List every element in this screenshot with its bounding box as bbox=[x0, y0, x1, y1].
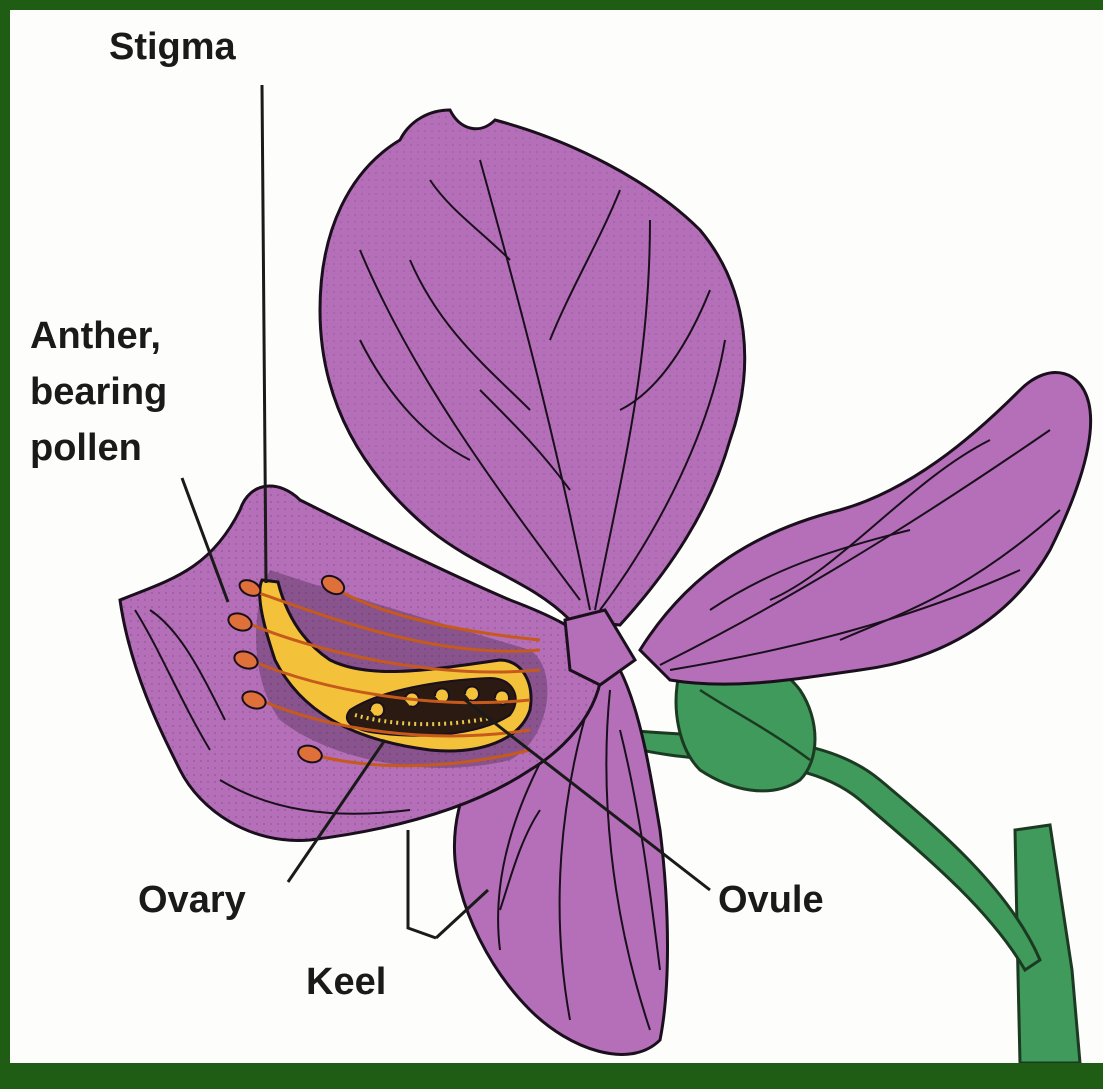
flower-stalk bbox=[620, 730, 1040, 970]
label-ovary: Ovary bbox=[138, 878, 246, 922]
label-anther-line3: pollen bbox=[30, 420, 167, 476]
label-anther: Anther, bearing pollen bbox=[30, 308, 167, 476]
label-ovule: Ovule bbox=[718, 878, 824, 922]
keel-leader-a bbox=[408, 830, 436, 938]
label-anther-line2: bearing bbox=[30, 364, 167, 420]
label-anther-line1: Anther, bbox=[30, 308, 167, 364]
diagram-canvas: Stigma Anther, bearing pollen Ovary Ovul… bbox=[10, 10, 1103, 1063]
label-stigma: Stigma bbox=[109, 25, 236, 69]
label-keel: Keel bbox=[306, 960, 386, 1004]
